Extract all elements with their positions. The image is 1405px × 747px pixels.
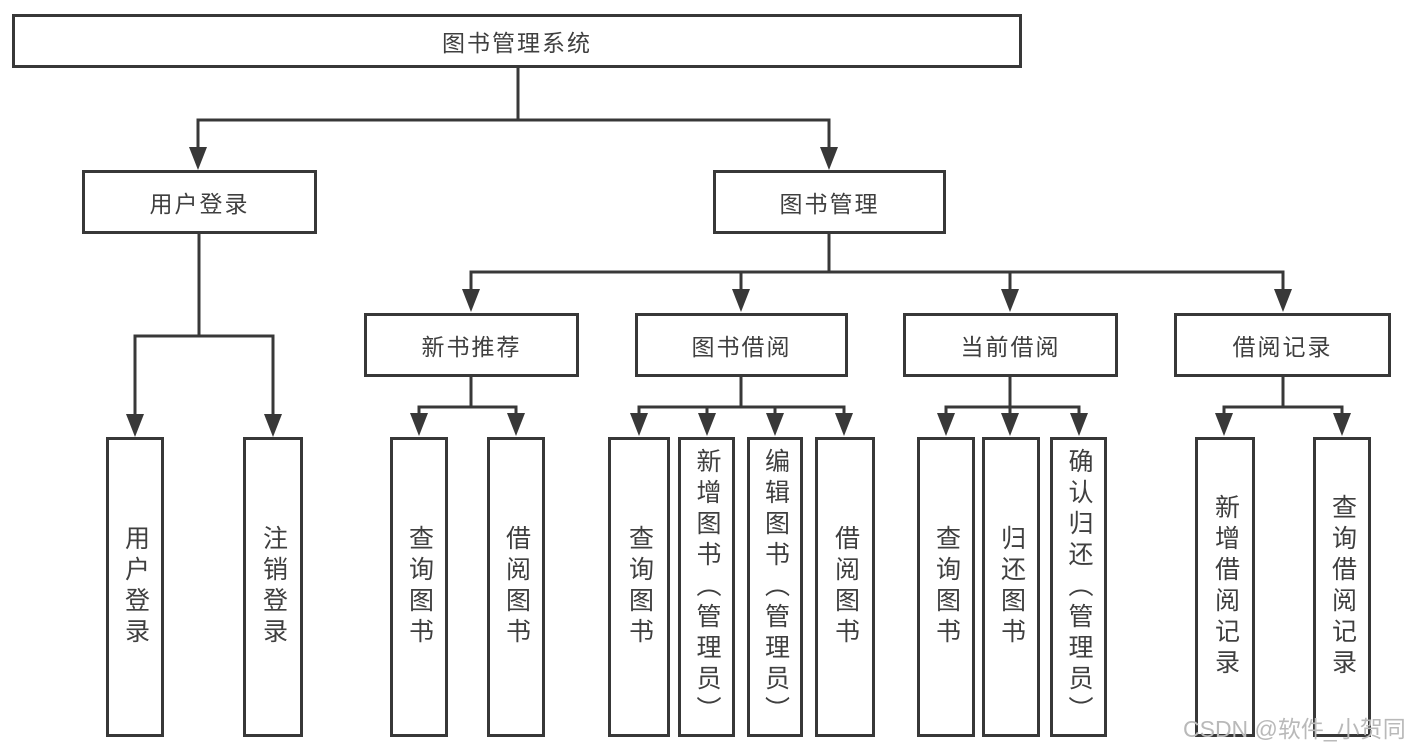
- leaf-label: 新增借阅记录: [1211, 494, 1240, 680]
- node-label: 图书借阅: [691, 334, 792, 360]
- leaf-label: 注销登录: [259, 525, 288, 649]
- leaf-query-books: 查询图书: [608, 437, 670, 737]
- leaf-label: 查询图书: [625, 525, 654, 649]
- leaf-user-login: 用户登录: [106, 437, 164, 737]
- node-book-borrowing: 图书借阅: [635, 313, 848, 377]
- leaf-label: 编辑图书（管理员）: [761, 447, 790, 727]
- leaf-label: 查询图书: [405, 525, 434, 649]
- node-library-management-system: 图书管理系统: [12, 14, 1022, 68]
- node-label: 当前借阅: [960, 334, 1061, 360]
- leaf-label: 确认归还（管理员）: [1065, 447, 1093, 727]
- leaf-label: 借阅图书: [502, 525, 531, 649]
- leaf-label: 用户登录: [121, 525, 150, 649]
- node-new-book-recommend: 新书推荐: [364, 313, 579, 377]
- node-user-login: 用户登录: [82, 170, 317, 234]
- leaf-label: 新增图书（管理员）: [693, 447, 721, 727]
- leaf-label: 归还图书: [997, 525, 1026, 649]
- leaf-borrow-books: 借阅图书: [815, 437, 875, 737]
- node-current-borrowing: 当前借阅: [903, 313, 1118, 377]
- node-label: 图书管理系统: [442, 30, 592, 56]
- leaf-query-borrow-record: 查询借阅记录: [1313, 437, 1371, 737]
- leaf-query-books: 查询图书: [917, 437, 975, 737]
- node-label: 用户登录: [149, 191, 250, 217]
- leaf-label: 借阅图书: [831, 525, 860, 649]
- leaf-label: 查询借阅记录: [1328, 494, 1357, 680]
- leaf-query-books: 查询图书: [390, 437, 448, 737]
- leaf-label: 查询图书: [932, 525, 961, 649]
- leaf-borrow-books: 借阅图书: [487, 437, 545, 737]
- node-label: 借阅记录: [1232, 334, 1333, 360]
- node-label: 图书管理: [779, 191, 880, 217]
- node-book-management: 图书管理: [713, 170, 946, 234]
- leaf-return-books: 归还图书: [982, 437, 1040, 737]
- leaf-confirm-return-admin: 确认归还（管理员）: [1050, 437, 1107, 737]
- leaf-add-borrow-record: 新增借阅记录: [1195, 437, 1255, 737]
- node-borrowing-records: 借阅记录: [1174, 313, 1391, 377]
- leaf-logout: 注销登录: [243, 437, 303, 737]
- csdn-watermark: CSDN @软件_小贺同学: [1183, 716, 1405, 742]
- leaf-edit-books-admin: 编辑图书（管理员）: [747, 437, 803, 737]
- leaf-add-books-admin: 新增图书（管理员）: [678, 437, 735, 737]
- node-label: 新书推荐: [421, 334, 522, 360]
